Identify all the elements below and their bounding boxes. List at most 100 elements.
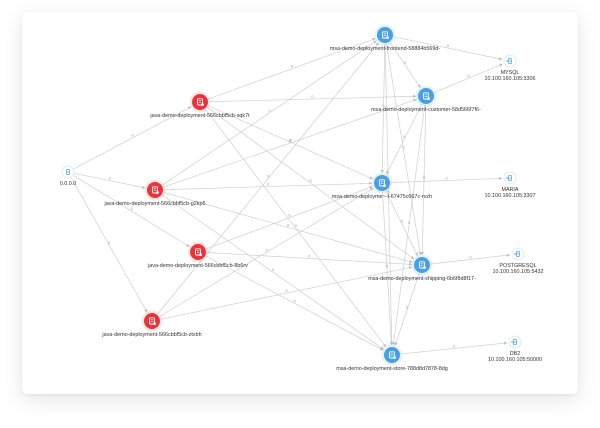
edge[interactable]: 0 xyxy=(74,106,192,170)
edge-arrow xyxy=(498,176,503,181)
node-m4[interactable]: msa-demo-deployment-shipping-6b6f8d8f17- xyxy=(368,254,476,283)
edge[interactable]: 0 xyxy=(73,175,190,248)
edge[interactable]: 0 xyxy=(400,341,508,355)
pod-icon xyxy=(423,92,430,100)
edge[interactable]: 0 xyxy=(430,253,511,265)
edge[interactable]: 0 xyxy=(162,194,384,350)
node-circle xyxy=(508,335,522,349)
edge[interactable]: 0 xyxy=(74,173,146,189)
edge[interactable]: 0 xyxy=(389,42,421,88)
edge[interactable]: 0 xyxy=(206,252,413,266)
edge[interactable]: 0 xyxy=(208,37,376,100)
edge[interactable]: 0 xyxy=(163,192,413,264)
edge[interactable]: 0 xyxy=(382,191,393,346)
node-j1[interactable]: java-demo-deployment-566cbbf5cb-sqk7t xyxy=(149,91,250,120)
edge-label: 0 xyxy=(291,64,294,69)
edge[interactable]: 0 xyxy=(205,108,387,348)
edge-arrow xyxy=(186,243,190,247)
edge-arrow xyxy=(499,63,503,67)
node-circle xyxy=(192,94,208,110)
edge[interactable]: 0 xyxy=(71,177,148,313)
edge[interactable]: 0 xyxy=(385,190,418,257)
edge-arrow xyxy=(369,186,373,190)
node-circle xyxy=(511,247,525,261)
edge[interactable]: 0 xyxy=(420,104,427,256)
edge-line xyxy=(208,38,376,100)
edge-arrow xyxy=(409,259,413,264)
edge-label: 0 xyxy=(402,145,405,150)
edge[interactable]: 0 xyxy=(392,104,426,346)
edge-label: 0 xyxy=(108,240,111,245)
edge[interactable]: 0 xyxy=(208,94,417,103)
edge-label: 0 xyxy=(267,182,270,187)
node-label: msa-demo-deployment-customer-58d566f7f6- xyxy=(371,107,481,113)
endpoint-icon xyxy=(66,169,71,175)
edge-line xyxy=(74,106,192,170)
edge-label: 0 xyxy=(386,264,389,269)
edge-arrow xyxy=(408,266,413,270)
edge[interactable]: 0 xyxy=(386,103,423,175)
edge[interactable]: 0 xyxy=(205,255,384,351)
node-circle xyxy=(61,165,75,179)
edge[interactable]: 0 xyxy=(380,43,386,174)
edge-label: 0 xyxy=(311,94,314,99)
edge-arrow xyxy=(372,37,376,41)
edge-arrow xyxy=(412,94,417,98)
edge-arrow xyxy=(506,253,511,257)
edge-label: 0 xyxy=(131,206,134,211)
edge-arrow xyxy=(503,341,508,345)
edge-arrow xyxy=(141,185,146,189)
edge[interactable]: 0 xyxy=(386,43,422,256)
edge-line xyxy=(393,36,503,60)
pod-icon xyxy=(419,261,426,269)
edge-arrow xyxy=(418,251,422,256)
edge[interactable]: 0 xyxy=(208,105,374,180)
node-address: 10.100.160.105:5432 xyxy=(493,269,544,275)
edge[interactable]: 0 xyxy=(394,273,420,346)
edge-arrow xyxy=(144,308,148,313)
edge[interactable]: 0 xyxy=(160,266,413,320)
edge-line xyxy=(159,187,374,317)
node-m3[interactable]: msa-demo-deployme~-t-67475c667c-rvzh xyxy=(332,172,432,201)
edge[interactable]: 0 xyxy=(163,98,417,188)
edge-line xyxy=(392,104,426,346)
database-icon xyxy=(514,251,520,257)
edge-label: 0 xyxy=(403,134,406,139)
node-circle xyxy=(377,27,393,43)
edge[interactable]: 0 xyxy=(393,36,503,61)
edge-line xyxy=(386,43,421,256)
edge-arrow xyxy=(370,188,374,192)
edge-arrow xyxy=(368,181,373,186)
database-icon xyxy=(506,58,512,64)
edge[interactable]: 0 xyxy=(207,107,415,260)
node-j2[interactable]: java-demo-deployment-566cbbf5cb-g2kp5 xyxy=(104,179,206,208)
edge[interactable]: 0 xyxy=(159,187,374,317)
edge[interactable]: 0 xyxy=(390,175,503,183)
node-m1[interactable]: msa-demo-deployment-frontend-58884b569d- xyxy=(330,24,440,53)
edge-line xyxy=(208,95,417,103)
node-ext[interactable]: 0.0.0.0 xyxy=(60,165,77,187)
node-j3[interactable]: java-demo-deployment-566cbbf5cb-8b6rv xyxy=(147,241,248,270)
edge[interactable]: 0 xyxy=(162,40,377,186)
node-m5[interactable]: msa-demo-deployment-store-788d8d7878-8dg xyxy=(336,344,448,373)
edge[interactable]: 0 xyxy=(206,186,373,250)
node-j4[interactable]: java-demo-deployment-566cbbf5cb-ztxbh xyxy=(101,310,202,339)
edge-label: 0 xyxy=(288,213,291,218)
edge[interactable]: 0 xyxy=(434,63,503,93)
edge-arrow xyxy=(375,42,379,47)
edge-label: 0 xyxy=(387,190,390,195)
node-m2[interactable]: msa-demo-deployment-customer-58d566f7f6- xyxy=(371,85,481,114)
edge-label: 0 xyxy=(295,223,298,228)
edge-line xyxy=(381,43,386,174)
edge[interactable]: 0 xyxy=(157,42,379,315)
node-label: MARIA xyxy=(501,187,518,193)
edge-line xyxy=(163,192,413,263)
node-circle xyxy=(147,182,163,198)
edge-label: 0 xyxy=(447,43,450,48)
edge[interactable]: 0 xyxy=(163,181,373,191)
